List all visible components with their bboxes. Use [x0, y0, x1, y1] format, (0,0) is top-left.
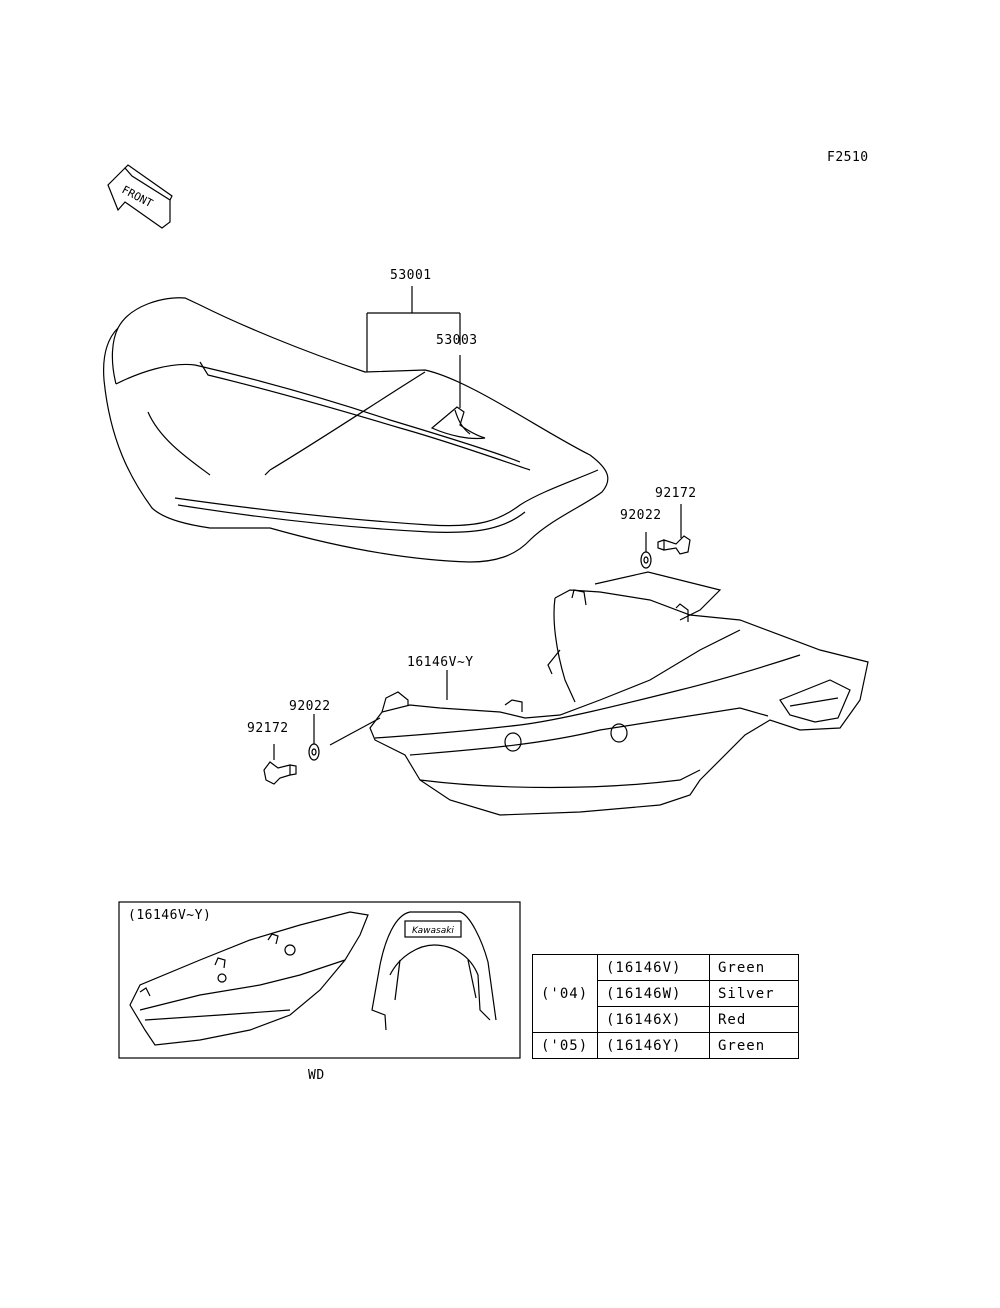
callout-seat: 53001: [390, 268, 432, 283]
part-cell: (16146Y): [597, 1032, 710, 1059]
part-cell: (16146W): [597, 980, 710, 1007]
seat-drawing: [103, 297, 609, 563]
inset-box: [118, 901, 521, 1059]
part-cell: (16146X): [597, 1006, 710, 1033]
fasteners-left: [263, 714, 320, 785]
color-cell: Red: [709, 1006, 799, 1033]
figure-code: F2510: [827, 150, 869, 165]
inset-side-cover: [129, 911, 369, 1046]
table-row: ('05) (16146Y) Green: [532, 1032, 799, 1059]
front-arrow-icon: FRONT: [107, 164, 173, 229]
side-cover-drawing: [329, 571, 869, 816]
callout-seat-cover: 53003: [436, 333, 478, 348]
inset-caption: WD: [308, 1068, 325, 1083]
kawasaki-logo-icon: [404, 920, 462, 938]
callout-side-cover: 16146V~Y: [407, 655, 474, 670]
fasteners-right: [640, 504, 691, 569]
seat-leaders: [366, 286, 461, 408]
year-cell: ('04): [532, 954, 598, 1033]
color-cell: Green: [709, 954, 799, 981]
inset-label: (16146V~Y): [128, 908, 212, 923]
callout-bolt-left: 92172: [247, 721, 289, 736]
callout-washer-right: 92022: [620, 508, 662, 523]
color-cell: Green: [709, 1032, 799, 1059]
callout-bolt-right: 92172: [655, 486, 697, 501]
year-cell: ('05): [532, 1032, 598, 1059]
table-row: ('04) (16146V) Green: [532, 954, 799, 1033]
inset-rear-view: Kawasaki: [371, 911, 497, 1031]
color-cell: Silver: [709, 980, 799, 1007]
table-row: (16146W) Silver: [533, 980, 799, 1007]
inset-logo-text: Kawasaki: [412, 926, 454, 936]
callout-washer-left: 92022: [289, 699, 331, 714]
color-table: ('04) (16146V) Green (16146W) Silver (16…: [532, 954, 799, 1059]
part-cell: (16146V): [597, 954, 710, 981]
